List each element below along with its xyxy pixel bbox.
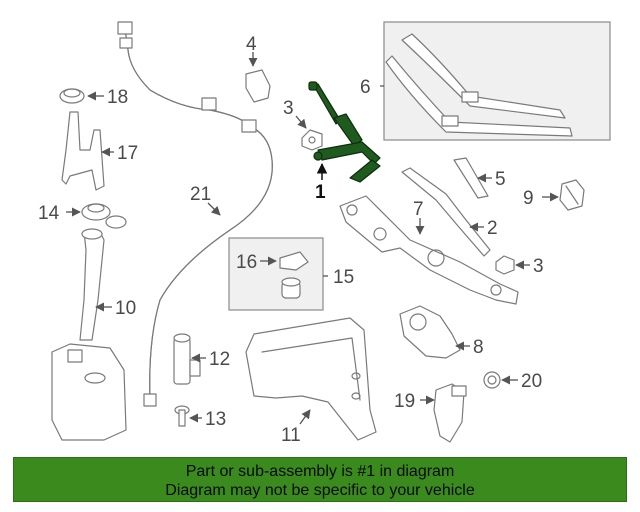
label-part-8[interactable]: 8 (473, 337, 484, 358)
label-part-3-lower[interactable]: 3 (533, 256, 544, 277)
label-part-15[interactable]: 15 (333, 267, 354, 288)
grommet-part-18[interactable] (59, 88, 85, 104)
banner-line-1: Part or sub-assembly is #1 in diagram (185, 463, 455, 480)
part-info-banner: Part or sub-assembly is #1 in diagram Di… (13, 457, 627, 502)
label-part-17[interactable]: 17 (117, 143, 138, 164)
nut-part-3-lower[interactable] (495, 255, 515, 275)
label-part-21[interactable]: 21 (190, 184, 211, 205)
filler-neck-part-10[interactable] (51, 228, 127, 441)
label-part-3-upper[interactable]: 3 (283, 98, 294, 119)
sensor-part-19[interactable] (433, 383, 467, 443)
label-part-19[interactable]: 19 (394, 391, 415, 412)
cap-part-9[interactable] (559, 179, 585, 211)
label-part-10[interactable]: 10 (115, 298, 136, 319)
label-part-4[interactable]: 4 (246, 34, 257, 55)
wiper-motor-part-8[interactable] (399, 305, 461, 359)
washer-pump-part-12[interactable] (173, 333, 201, 385)
bolt-part-13[interactable] (174, 405, 190, 427)
label-part-1[interactable]: 1 (315, 182, 326, 203)
label-part-7[interactable]: 7 (413, 199, 424, 220)
label-part-9[interactable]: 9 (523, 188, 534, 209)
label-part-6[interactable]: 6 (360, 77, 371, 98)
label-part-20[interactable]: 20 (521, 371, 542, 392)
nut-part-3-upper[interactable] (301, 129, 323, 151)
filler-cap-part-14[interactable] (81, 203, 127, 229)
cap-part-4[interactable] (245, 69, 271, 103)
banner-line-2: Diagram may not be specific to your vehi… (165, 482, 475, 499)
grommet-part-20[interactable] (483, 371, 501, 389)
label-part-18[interactable]: 18 (107, 87, 128, 108)
pump-kit-part-15[interactable] (228, 237, 324, 311)
washer-reservoir-part-11[interactable] (245, 317, 377, 441)
wiper-blades-part-6[interactable] (383, 21, 611, 141)
label-part-2[interactable]: 2 (487, 218, 498, 239)
washer-hose-part-21[interactable] (117, 21, 273, 407)
label-part-13[interactable]: 13 (205, 409, 226, 430)
cover-part-5[interactable] (453, 157, 489, 199)
wiper-linkage-part-7[interactable] (339, 195, 519, 305)
wiper-arm-part-1[interactable] (308, 81, 381, 183)
parts-diagram: 6 1 3 4 21 18 1 (38, 21, 611, 446)
label-part-5[interactable]: 5 (495, 169, 506, 190)
label-part-16[interactable]: 16 (236, 252, 257, 273)
bracket-part-17[interactable] (61, 111, 105, 191)
label-part-12[interactable]: 12 (209, 349, 230, 370)
label-part-11[interactable]: 11 (281, 425, 301, 446)
label-part-14[interactable]: 14 (38, 203, 60, 224)
wiper-arm-part-2[interactable] (401, 167, 491, 257)
